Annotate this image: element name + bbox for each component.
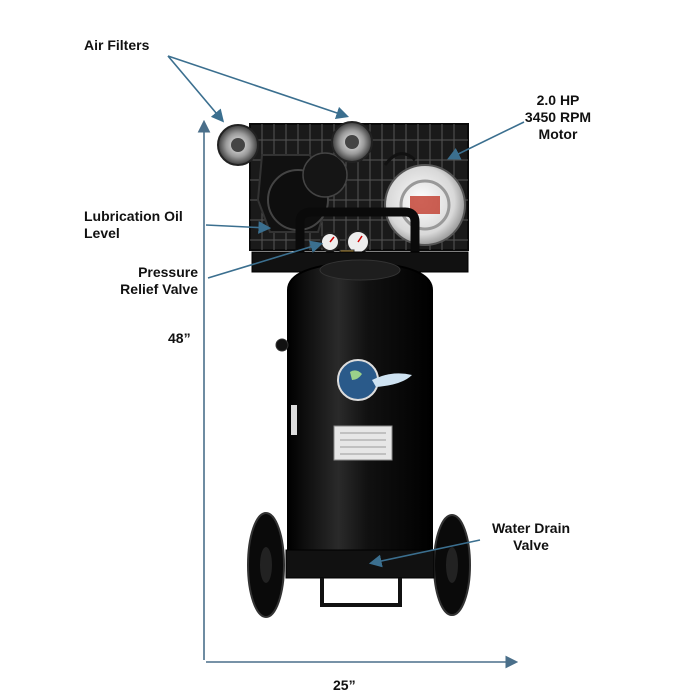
label-lubrication-line-2: Level	[84, 225, 120, 241]
cart-handle	[295, 207, 420, 350]
wheel-icon	[247, 512, 285, 618]
air-filter-icon	[331, 121, 373, 163]
label-motor-line-2: 3450 RPM	[524, 109, 592, 125]
label-air-filters: Air Filters	[84, 37, 150, 53]
label-pressure-line-1: Pressure	[138, 264, 198, 280]
wheel-icon	[433, 514, 471, 616]
label-pressure-relief-valve: Pressure Relief Valve	[100, 264, 198, 298]
pressure-gauge-icon	[346, 230, 370, 254]
label-water-drain-line-2: Valve	[513, 537, 549, 553]
label-motor: 2.0 HP 3450 RPM Motor	[508, 92, 608, 143]
cart-base	[285, 549, 435, 607]
label-height-48: 48”	[168, 330, 191, 346]
label-lubrication-oil-level: Lubrication Oil Level	[84, 208, 183, 242]
motor-icon	[383, 152, 466, 246]
label-motor-line-3: Motor	[538, 126, 578, 142]
label-lubrication-line-1: Lubrication Oil	[84, 208, 183, 224]
air-filter-icon	[217, 124, 259, 166]
globe-logo-icon	[337, 359, 412, 401]
leader-lines	[167, 55, 525, 568]
air-tank	[275, 259, 433, 568]
label-pressure-line-2: Relief Valve	[120, 281, 198, 297]
label-motor-line-1: 2.0 HP	[536, 92, 580, 108]
label-water-drain-valve: Water Drain Valve	[476, 520, 586, 554]
pressure-gauge-icon	[320, 232, 340, 252]
label-width-25: 25”	[333, 677, 356, 693]
label-water-drain-line-1: Water Drain	[491, 520, 571, 536]
